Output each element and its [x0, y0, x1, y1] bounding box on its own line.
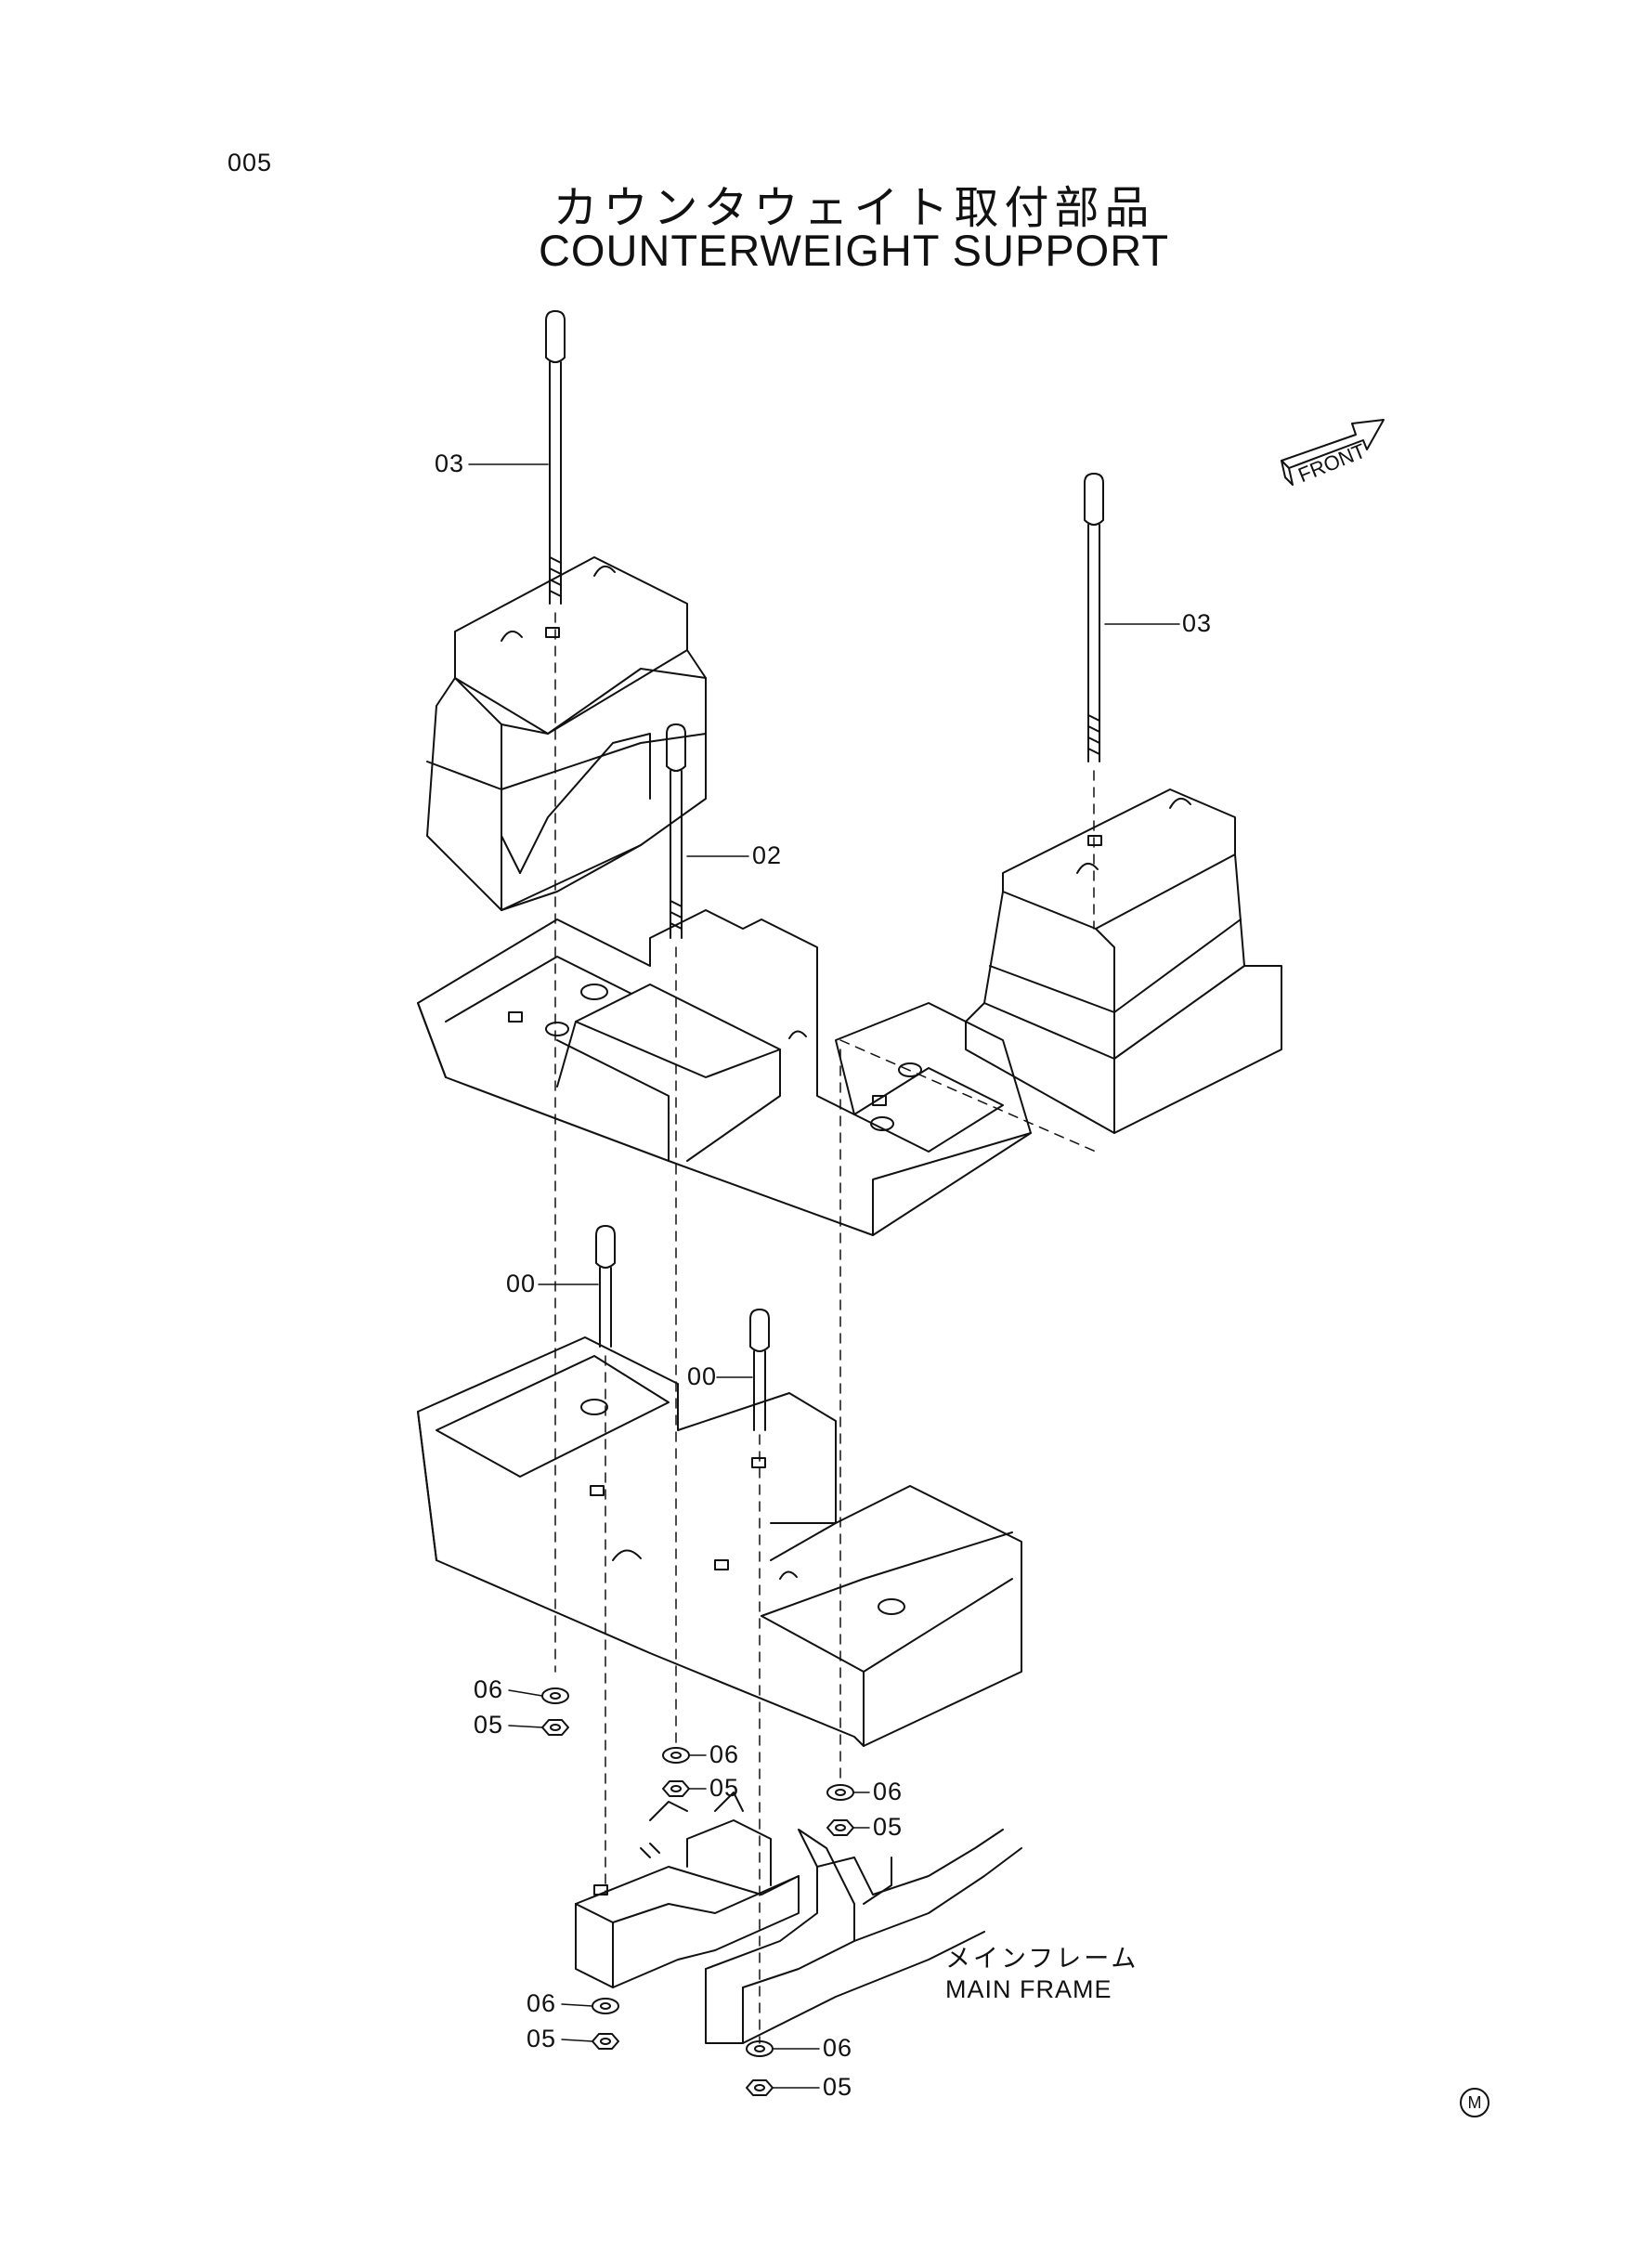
callout-05-d: 05 — [527, 2025, 557, 2052]
callout-05-b: 05 — [709, 1774, 740, 1802]
callout-05-e: 05 — [823, 2073, 853, 2101]
lifting-eye-bolt-03-right — [1085, 474, 1103, 762]
callout-06-e: 06 — [823, 2034, 853, 2062]
callout-06-d: 06 — [527, 1989, 557, 2017]
counterweight-lower-base — [418, 1337, 1021, 1746]
callout-06-b: 06 — [709, 1740, 740, 1768]
callout-05-c: 05 — [873, 1813, 904, 1841]
nut-05-d — [592, 2034, 618, 2049]
front-arrow-icon: FRONT — [1281, 420, 1384, 487]
callout-06-c: 06 — [873, 1778, 904, 1805]
alignment-dashed-lines — [555, 613, 1096, 2043]
lifting-eye-bolt-00-a — [596, 1226, 615, 1347]
callout-02: 02 — [752, 841, 783, 869]
title-english: COUNTERWEIGHT SUPPORT — [538, 226, 1170, 275]
callout-03-right: 03 — [1182, 609, 1213, 637]
nut-05-b — [663, 1781, 689, 1796]
callout-00-b: 00 — [687, 1362, 718, 1390]
washer-06-d — [592, 1999, 618, 2013]
nut-05-a — [542, 1720, 568, 1735]
lifting-eye-bolt-03-left — [546, 311, 565, 604]
lifting-eye-bolt-00-b — [750, 1309, 769, 1430]
washer-06-b — [663, 1748, 689, 1763]
main-frame — [576, 1792, 1021, 2043]
page-number: 005 — [228, 149, 273, 176]
main-frame-label-japanese: メインフレーム — [945, 1945, 1139, 1974]
counterweight-middle-slab — [418, 910, 1031, 1235]
main-frame-label-english: MAIN FRAME — [945, 1975, 1112, 2003]
callout-05-a: 05 — [474, 1711, 504, 1739]
corner-m-mark-icon: M — [1460, 2088, 1489, 2117]
washer-06-c — [827, 1785, 853, 1800]
callout-00-a: 00 — [506, 1270, 537, 1297]
callout-03-left: 03 — [435, 449, 465, 477]
callout-06-a: 06 — [474, 1675, 504, 1703]
counterweight-block-left — [427, 557, 706, 910]
nut-05-c — [827, 1820, 853, 1835]
nut-05-e — [747, 2080, 773, 2095]
lifting-eye-bolt-02 — [667, 724, 685, 938]
callout-leader-lines — [469, 464, 1179, 2088]
washer-06-a — [542, 1688, 568, 1703]
title-japanese: カウンタウェイト取付部品 — [553, 182, 1155, 234]
counterweight-block-right — [966, 789, 1281, 1133]
